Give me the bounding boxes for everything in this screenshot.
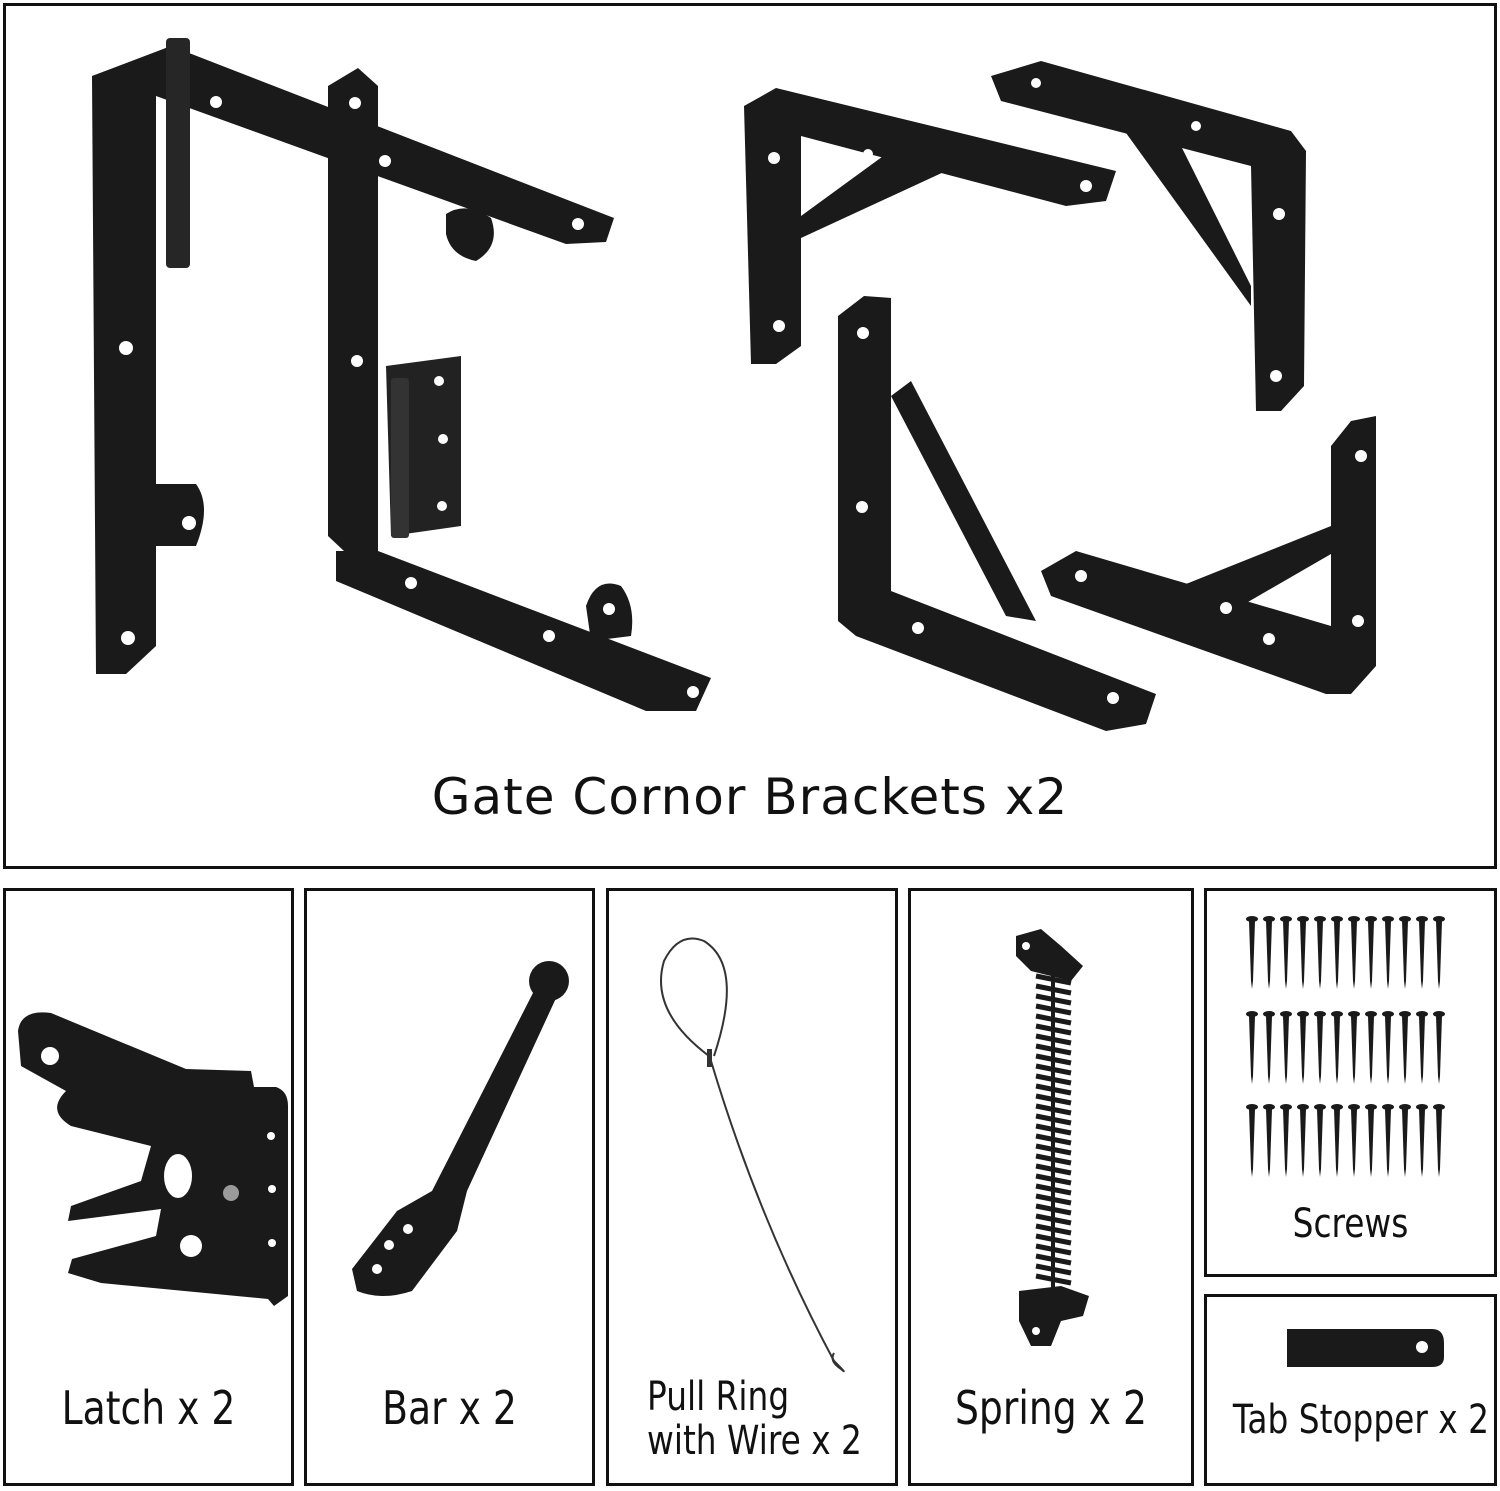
pull-ring-caption: Pull Ring with Wire x 2 [647, 1374, 862, 1464]
pull-ring-caption-line2: with Wire x 2 [647, 1418, 862, 1464]
tab-stopper-icon [1287, 1329, 1444, 1367]
pull-ring-caption-line1: Pull Ring [647, 1374, 790, 1420]
latch-panel: Latch x 2 [3, 888, 294, 1486]
screws-caption: Screws [1292, 1201, 1409, 1247]
tab-stopper-panel: Tab Stopper x 2 [1204, 1294, 1497, 1486]
pull-ring-wire-icon [660, 937, 845, 1373]
gate-corner-brackets-illustration [92, 38, 1376, 731]
bar-icon [352, 961, 569, 1296]
screws-panel: Screws [1204, 888, 1497, 1277]
gate-corner-brackets-panel: Gate Cornor Brackets x2 [3, 3, 1497, 869]
bar-caption: Bar x 2 [382, 1381, 517, 1435]
spring-panel: Spring x 2 [908, 888, 1194, 1486]
tab-stopper-caption: Tab Stopper x 2 [1232, 1397, 1489, 1443]
screw-rows [1246, 916, 1445, 1177]
latch-icon [18, 1012, 288, 1306]
spring-caption: Spring x 2 [954, 1381, 1148, 1435]
spring-icon [1016, 929, 1089, 1346]
bar-panel: Bar x 2 [304, 888, 595, 1486]
gate-corner-brackets-caption: Gate Cornor Brackets x2 [431, 768, 1069, 826]
pull-ring-panel: Pull Ring with Wire x 2 [606, 888, 898, 1486]
latch-caption: Latch x 2 [61, 1381, 236, 1435]
